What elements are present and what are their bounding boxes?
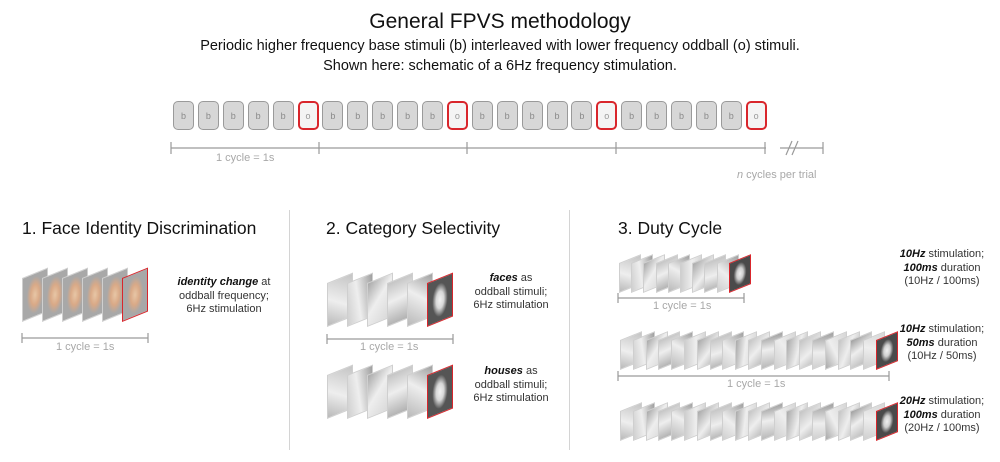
base-stimulus: b [372, 101, 394, 130]
duty-row3-description: 20Hz stimulation; 100ms duration (20Hz /… [899, 395, 985, 434]
base-stimulus: b [322, 101, 344, 130]
panel1-title: 1. Face Identity Discrimination [22, 218, 257, 238]
panel3-cycle-label-1: 1 cycle = 1s [653, 300, 712, 312]
axis-break-mark [791, 140, 799, 156]
base-stimulus: b [496, 101, 518, 130]
cycles-per-trial-label: n cycles per trial [737, 169, 817, 181]
base-stimulus: b [646, 101, 668, 130]
oddball-stimulus: o [446, 101, 468, 130]
base-stimulus: b [546, 101, 568, 130]
duty-row1-description: 10Hz stimulation; 100ms duration (10Hz /… [899, 248, 985, 287]
base-stimulus: b [521, 101, 543, 130]
panel-divider [569, 210, 570, 450]
panel1-description: identity change at oddball frequency; 6H… [177, 276, 271, 315]
panel-divider [289, 210, 290, 450]
panel2-faces-description: faces as oddball stimuli; 6Hz stimulatio… [473, 272, 549, 311]
base-stimulus: b [347, 101, 369, 130]
panel2-title: 2. Category Selectivity [326, 218, 501, 238]
base-stimulus: b [422, 101, 443, 130]
axis-break-mark [785, 140, 793, 156]
base-stimulus: b [247, 101, 269, 130]
panel1-cycle-label: 1 cycle = 1s [56, 341, 115, 353]
base-stimulus: b [173, 101, 194, 130]
base-stimulus: b [272, 101, 294, 130]
base-stimulus: b [621, 101, 643, 130]
diagram-title: General FPVS methodology [369, 10, 631, 33]
base-stimulus: b [695, 101, 717, 130]
panel2-cycle-axis [326, 334, 454, 344]
base-stimulus: b [720, 101, 742, 130]
base-stimulus: b [571, 101, 593, 130]
panel1-cycle-axis [21, 333, 149, 343]
panel3-cycle-label-2: 1 cycle = 1s [727, 378, 786, 390]
cycle-label: 1 cycle = 1s [216, 152, 275, 164]
panel3-title: 3. Duty Cycle [618, 218, 723, 238]
panel2-cycle-label: 1 cycle = 1s [360, 341, 419, 353]
duty-row2-description: 10Hz stimulation; 50ms duration (10Hz / … [899, 323, 985, 362]
base-stimulus: b [671, 101, 692, 130]
base-stimulus: b [197, 101, 219, 130]
base-stimulus: b [471, 101, 493, 130]
base-stimulus: b [222, 101, 244, 130]
panel2-houses-description: houses as oddball stimuli; 6Hz stimulati… [473, 365, 549, 404]
diagram-subtitle-line1: Periodic higher frequency base stimuli (… [200, 38, 800, 54]
oddball-stimulus: o [596, 101, 618, 130]
diagram-subtitle-line2: Shown here: schematic of a 6Hz frequency… [323, 58, 677, 74]
oddball-stimulus: o [297, 101, 319, 130]
sequence-timeline [170, 140, 824, 156]
base-stimulus: b [397, 101, 419, 130]
oddball-stimulus: o [745, 101, 767, 130]
